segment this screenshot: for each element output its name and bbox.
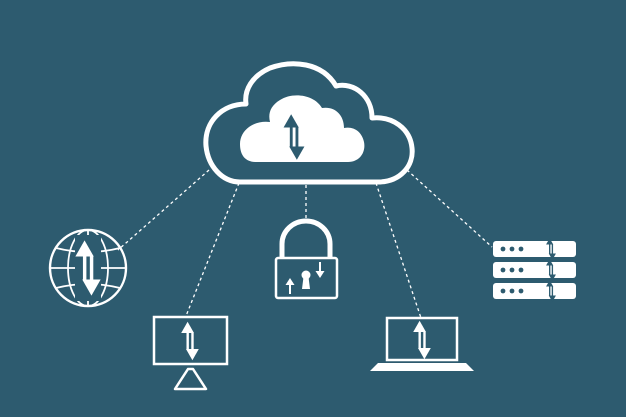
connection-cloud-globe (117, 169, 210, 251)
globe-transfer-icon (48, 228, 128, 308)
server-rack-transfer-icon (493, 238, 576, 302)
laptop-transfer-icon (370, 316, 474, 371)
connection-cloud-server (406, 169, 493, 248)
padlock-transfer-icon (274, 218, 339, 300)
cloud-upload-download-icon (203, 61, 415, 185)
monitor-transfer-icon (152, 315, 229, 391)
